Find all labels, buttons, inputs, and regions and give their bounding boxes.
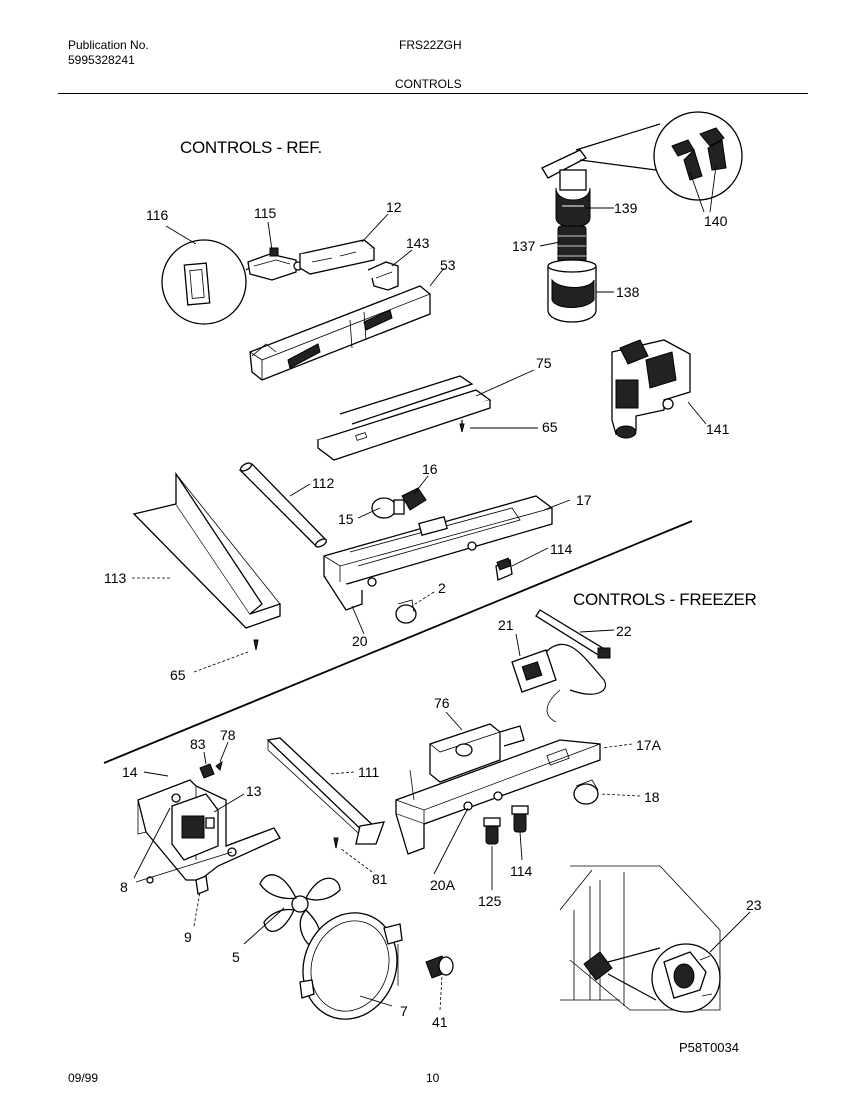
part-65-screw-lower [253,639,259,651]
model-number: FRS22ZGH [399,38,462,52]
part-138-filter-bowl [547,259,597,323]
part-114-knob-ref [495,557,513,581]
callout-7: 7 [400,1003,408,1019]
part-140-fittings-detail [653,111,743,201]
callout-114-freezer: 114 [510,863,533,879]
header-rule [58,93,808,94]
part-17a-freezer-panel [395,739,601,855]
part-112-tube [238,462,328,548]
callout-139: 139 [614,200,638,216]
part-83-clip [199,763,215,779]
callout-8: 8 [120,879,128,895]
callout-20: 20 [352,633,368,649]
callout-9: 9 [184,929,192,945]
part-143-clip [367,261,399,291]
part-115-switch [247,247,303,281]
part-116-gasket-detail [161,239,257,325]
page-number: 10 [426,1071,440,1085]
callout-75: 75 [536,355,552,371]
callout-116: 116 [146,207,169,223]
callout-20a: 20A [430,877,456,893]
part-23-detail [583,943,721,1013]
part-12-housing [298,239,376,275]
callout-15: 15 [338,511,354,527]
part-75-bracket [316,375,492,461]
part-78-screw [215,760,223,771]
part-111-strap [266,737,385,845]
callout-2: 2 [438,580,446,596]
part-113-deflector [132,471,281,629]
callout-78: 78 [220,727,236,743]
callout-137: 137 [512,238,536,254]
callout-65-lower: 65 [170,667,186,683]
part-15-bulb [371,497,405,519]
callout-17a: 17A [636,737,662,753]
section-divider [103,520,693,764]
leader-lines [132,165,751,1011]
callout-140: 140 [704,213,728,229]
callout-16: 16 [422,461,438,477]
cabinet-corner-background [559,865,721,1011]
callout-18: 18 [644,789,660,805]
callout-12: 12 [386,199,402,215]
callout-13: 13 [246,783,262,799]
footer-date: 09/99 [68,1071,99,1085]
part-9-mount [195,875,209,895]
section-title: CONTROLS [395,77,462,91]
part-125-knob [483,817,501,845]
callout-138: 138 [616,284,640,300]
part-2-knob [395,599,417,624]
publication-label: Publication No. [68,38,149,52]
part-53-control-housing [249,285,431,381]
callout-14: 14 [122,764,138,780]
callout-53: 53 [440,257,456,273]
part-114-knob-freezer [511,805,529,833]
section-controls-ref: CONTROLS - REF. [180,138,322,157]
part-7-fan-shroud [299,912,403,1020]
callout-labels: 116 115 12 143 53 139 140 137 138 141 75… [104,199,762,1030]
callout-41: 41 [432,1014,448,1030]
callout-81: 81 [372,871,388,887]
part-65-screw-upper [459,420,465,433]
part-17-ref-panel [323,495,553,611]
callout-76: 76 [434,695,450,711]
part-18-knob [573,779,599,805]
part-76-bracket [429,723,525,783]
callout-21: 21 [498,617,514,633]
callout-113: 113 [104,570,127,586]
callout-114-ref: 114 [550,541,573,557]
callout-5: 5 [232,949,240,965]
part-81-screw [333,837,339,849]
callout-23: 23 [746,897,762,913]
callout-125: 125 [478,893,502,909]
callout-111: 111 [358,764,379,780]
section-controls-freezer: CONTROLS - FREEZER [573,590,757,609]
drawing-code: P58T0034 [679,1040,739,1055]
callout-143: 143 [406,235,430,251]
callout-22: 22 [616,623,632,639]
callout-17: 17 [576,492,592,508]
callout-115: 115 [254,205,277,221]
callout-112: 112 [312,475,335,491]
publication-number: 5995328241 [68,53,135,67]
part-16-socket [401,487,427,511]
callout-83: 83 [190,736,206,752]
part-22-sensor [535,609,611,659]
part-13-fan-motor [171,793,219,861]
part-139-filter-head [541,123,661,228]
part-41-screw [425,955,454,979]
callout-65-upper: 65 [542,419,558,435]
part-5-fan-blade [259,874,341,945]
callout-141: 141 [706,421,730,437]
part-21-thermostat [511,643,607,723]
part-141-valve-assembly [611,339,691,439]
